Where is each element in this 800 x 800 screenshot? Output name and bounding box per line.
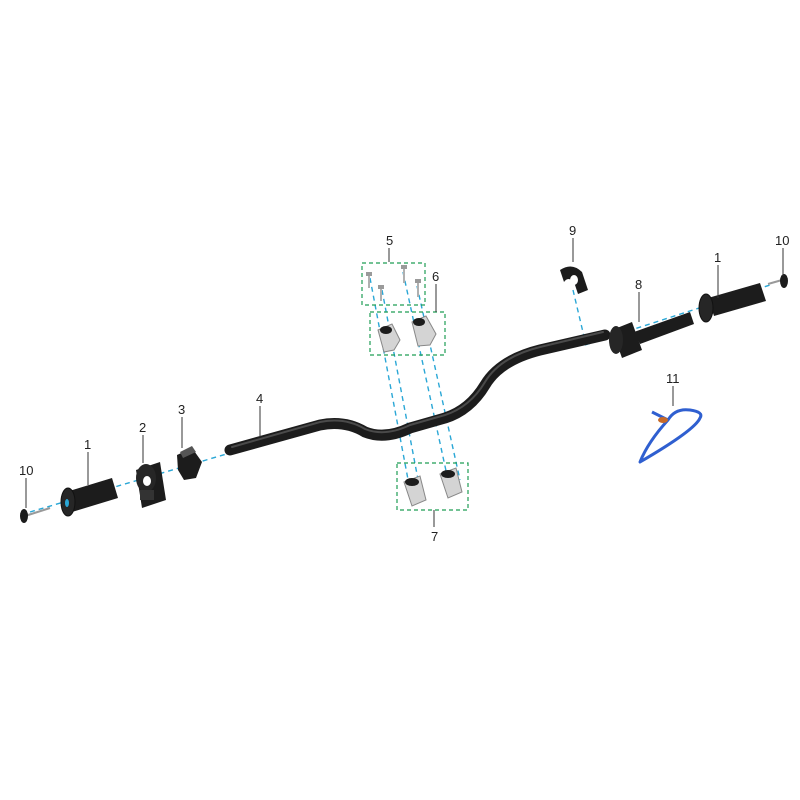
callout-grip-left: 1 (84, 437, 91, 452)
end-cap-left-part (20, 507, 51, 523)
callout-switch-housing: 2 (139, 420, 146, 435)
upper-clamps-group-box (369, 311, 446, 356)
upper-clamps-part (377, 315, 437, 353)
lower-clamps-part (403, 467, 463, 507)
handlebar-part (224, 329, 611, 456)
bolts-group-box (361, 262, 426, 306)
leader-lines (25, 238, 784, 527)
callout-upper-clamps: 6 (432, 269, 439, 284)
callout-end-cap-left: 10 (19, 463, 33, 478)
throttle-part (609, 312, 694, 358)
bolts-part (366, 265, 421, 301)
clamp-part (177, 446, 202, 480)
grip-left-part (60, 478, 118, 517)
callouts: 1 2 3 4 5 6 7 9 8 1 10 10 11 (19, 223, 789, 544)
switch-housing-part (136, 462, 166, 508)
callout-cable-cover: 9 (569, 223, 576, 238)
end-cap-right-part (767, 274, 788, 288)
callout-clamp: 3 (178, 402, 185, 417)
callout-grip-right: 1 (714, 250, 721, 265)
grip-right-part (698, 283, 766, 323)
callout-bolts: 5 (386, 233, 393, 248)
lanyard-part (638, 408, 703, 464)
cable-cover-part (560, 266, 588, 294)
callout-handlebar: 4 (256, 391, 263, 406)
callout-end-cap-right: 10 (775, 233, 789, 248)
callout-throttle: 8 (635, 277, 642, 292)
callout-lanyard: 11 (666, 371, 680, 386)
lower-clamps-group-box (396, 462, 469, 511)
callout-lower-clamps: 7 (431, 529, 438, 544)
